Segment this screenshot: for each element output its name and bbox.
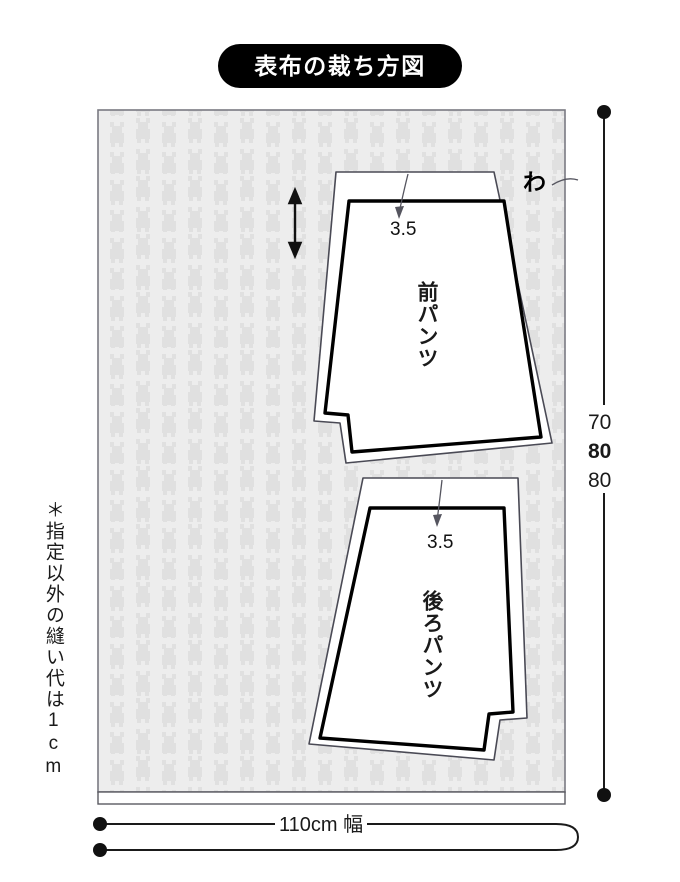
diagram-title: 表布の裁ち方図 — [254, 52, 426, 79]
back-pants-piece — [308, 477, 528, 761]
measurement-80: 80 — [588, 469, 612, 492]
seam-allowance-note: ＊指定以外の縫い代は1cm — [42, 500, 64, 779]
front-pants-piece — [313, 171, 553, 464]
front-pants-label: 前パンツ — [415, 281, 439, 369]
fabric-width-label: 110cm 幅 — [275, 815, 368, 835]
front-seam-allowance-label: 3.5 — [390, 219, 417, 240]
diagram-title-pill: 表布の裁ち方図 — [218, 44, 462, 88]
measurement-80-bold: 80 — [588, 440, 612, 463]
vertical-measure-line — [594, 105, 616, 802]
fold-mark-label: わ — [523, 169, 546, 195]
grain-arrow-icon — [287, 186, 303, 260]
back-pants-label: 後ろパンツ — [420, 590, 444, 700]
fold-leader-line — [551, 178, 579, 186]
measurement-70: 70 — [588, 411, 612, 434]
back-seam-allowance-label: 3.5 — [427, 532, 454, 553]
